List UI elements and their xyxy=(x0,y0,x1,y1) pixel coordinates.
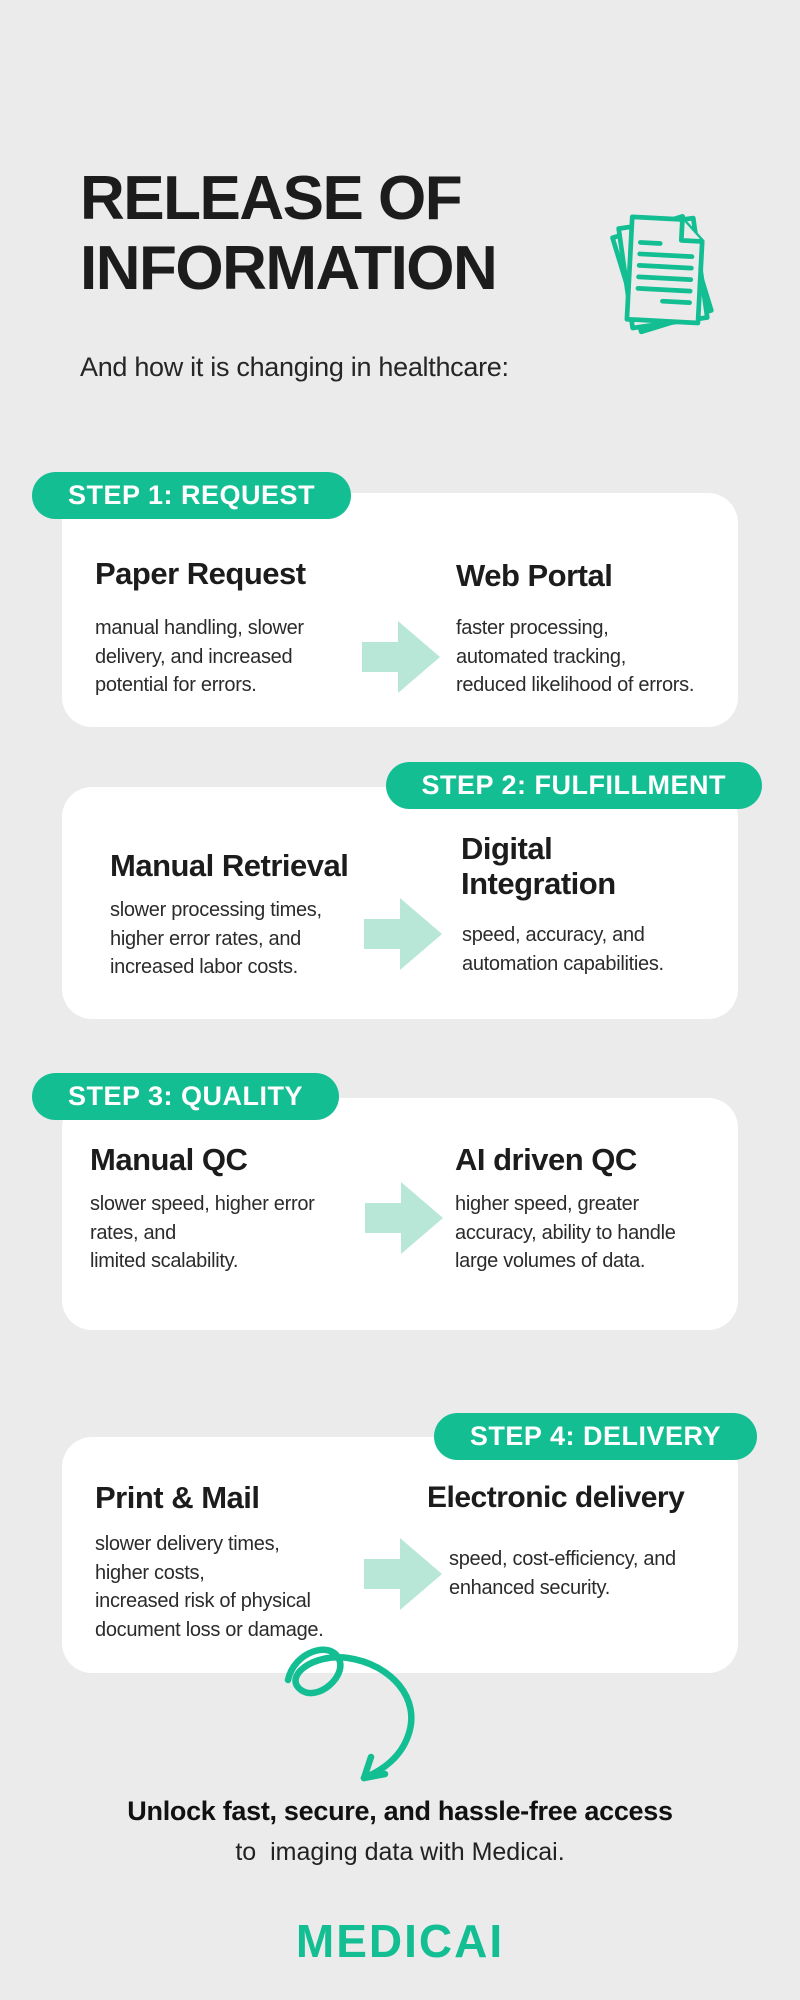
step-1-badge: STEP 1: REQUEST xyxy=(32,472,352,519)
step-1-old-title: Paper Request xyxy=(95,556,306,591)
cta-headline: Unlock fast, secure, and hassle-free acc… xyxy=(127,1796,673,1826)
step-3-new-desc: higher speed, greater accuracy, ability … xyxy=(455,1193,676,1272)
step-1-old-desc: manual handling, slower delivery, and in… xyxy=(95,617,304,696)
step-2-old-title: Manual Retrieval xyxy=(110,848,349,883)
step-2-new-title: Digital Integration xyxy=(461,831,616,901)
step-2-new-desc: speed, accuracy, and automation capabili… xyxy=(462,924,664,975)
step-1-new-desc: faster processing, automated tracking, r… xyxy=(456,617,695,696)
step-4-old-title: Print & Mail xyxy=(95,1480,260,1515)
step-4-new-desc: speed, cost-efficiency, and enhanced sec… xyxy=(449,1548,676,1599)
step-3-badge: STEP 3: QUALITY xyxy=(32,1073,340,1120)
step-3-old-title: Manual QC xyxy=(90,1142,248,1177)
step-4-new-title: Electronic delivery xyxy=(427,1481,685,1514)
step-1-badge-label: STEP 1: REQUEST xyxy=(68,480,316,510)
step-3-old-desc: slower speed, higher error rates, and li… xyxy=(90,1193,315,1272)
arrow-right-icon xyxy=(365,1182,443,1254)
arrow-right-icon xyxy=(362,621,440,693)
step-2-badge: STEP 2: FULFILLMENT xyxy=(385,762,762,809)
arrow-right-icon xyxy=(364,1538,442,1610)
step-2-old-desc: slower processing times, higher error ra… xyxy=(110,899,322,978)
medicai-logo: MEDICAI xyxy=(295,1915,505,1967)
step-4-badge-label: STEP 4: DELIVERY xyxy=(469,1421,721,1451)
page-title: RELEASE OF INFORMATION xyxy=(80,164,498,303)
curly-arrow-down-icon xyxy=(284,1646,415,1782)
cta-subline: to imaging data with Medicai. xyxy=(235,1838,565,1866)
step-4-badge: STEP 4: DELIVERY xyxy=(433,1413,757,1460)
step-1-new-title: Web Portal xyxy=(456,558,613,593)
arrow-right-icon xyxy=(364,898,442,970)
step-4-old-desc: slower delivery times, higher costs, inc… xyxy=(95,1533,324,1641)
step-3-badge-label: STEP 3: QUALITY xyxy=(68,1081,304,1111)
page-subtitle: And how it is changing in healthcare: xyxy=(80,352,509,382)
documents-stack-icon xyxy=(610,214,714,335)
step-3-new-title: AI driven QC xyxy=(455,1142,637,1177)
step-2-badge-label: STEP 2: FULFILLMENT xyxy=(421,770,726,800)
